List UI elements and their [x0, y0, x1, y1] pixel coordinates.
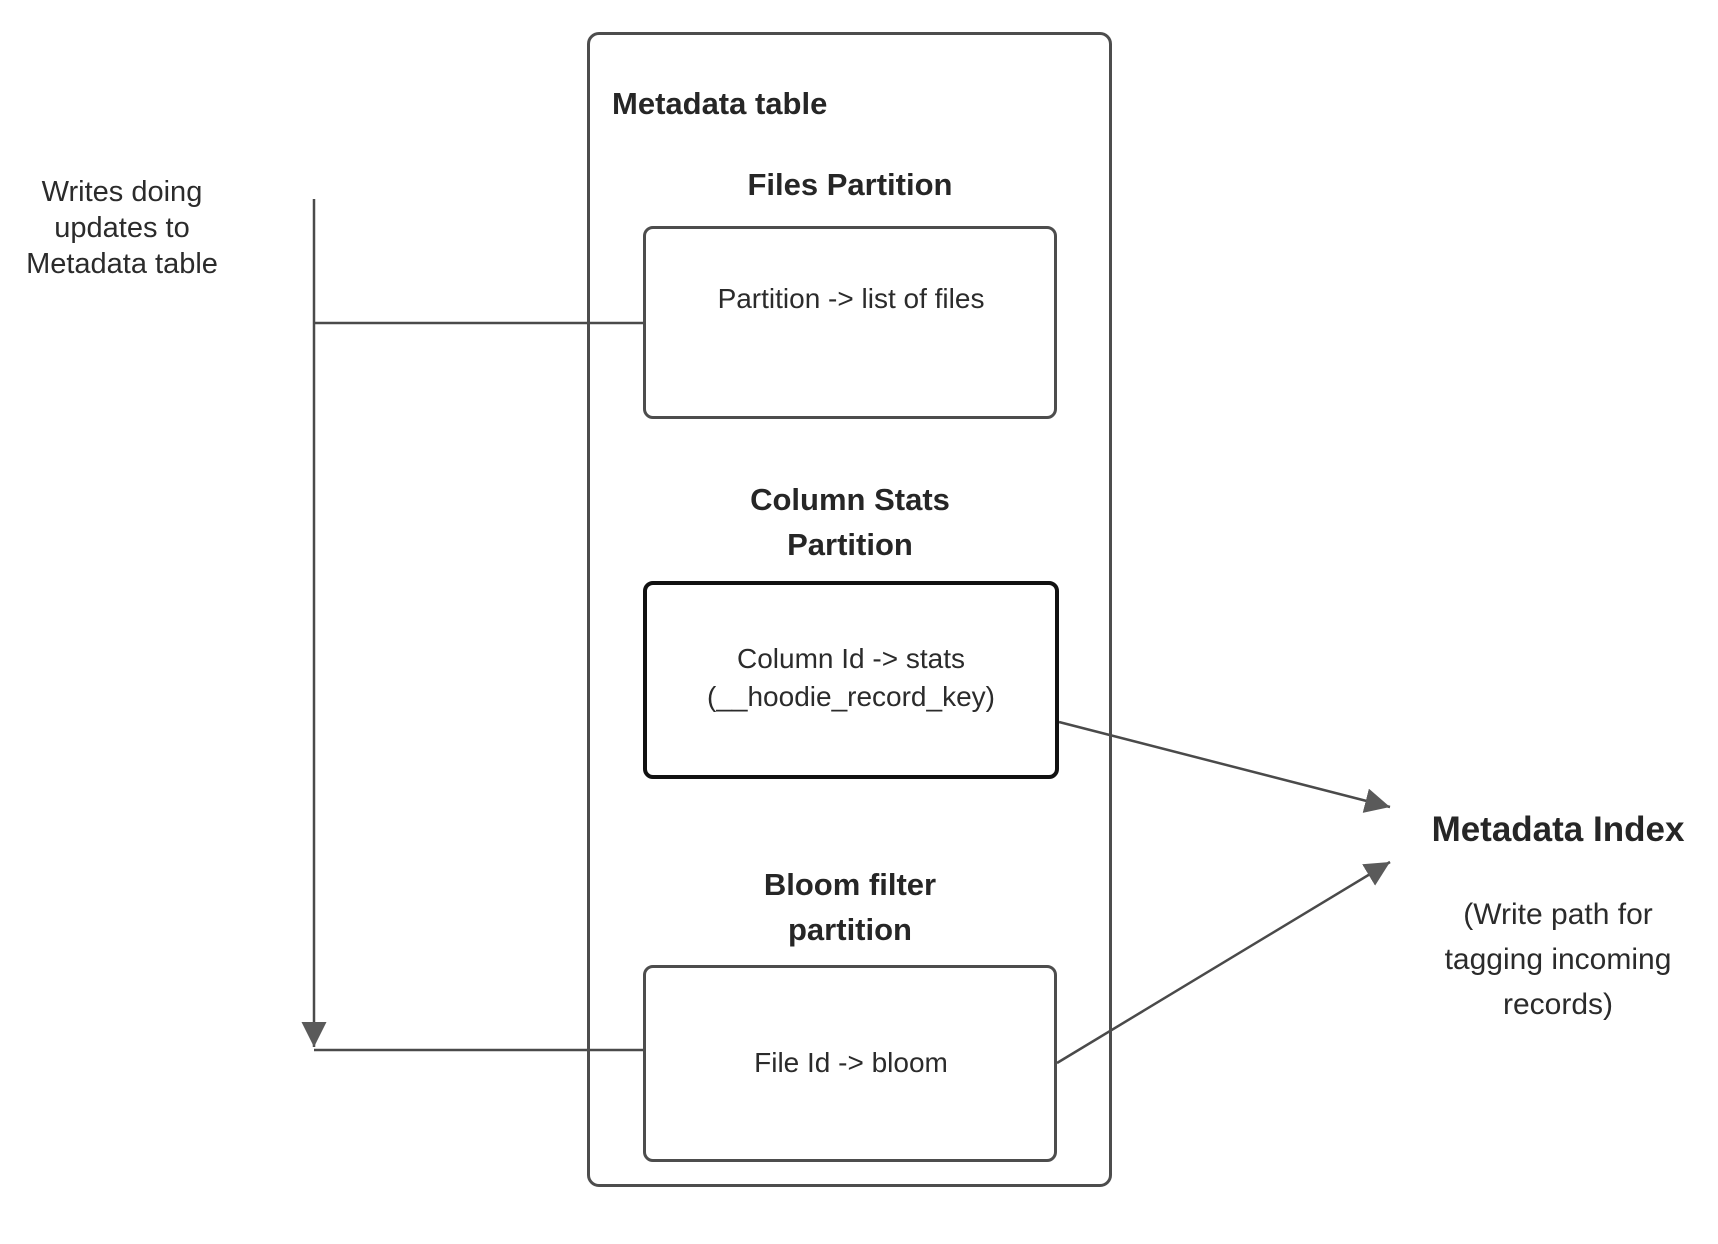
column-stats-heading-line: Column Stats — [750, 482, 950, 517]
column-stats-partition-body: Column Id -> stats (__hoodie_record_key) — [645, 640, 1057, 716]
files-partition-body: Partition -> list of files — [717, 283, 985, 314]
column-stats-partition-box — [643, 581, 1059, 779]
files-partition-heading: Files Partition — [643, 162, 1057, 207]
writes-note-line: updates to — [54, 212, 190, 244]
bloom-filter-heading-line: Bloom filter — [763, 867, 937, 902]
metadata-table-box — [587, 32, 1112, 1187]
files-partition-heading-text: Files Partition — [747, 167, 953, 202]
column-stats-body-line: Column Id -> stats — [737, 643, 965, 674]
column-stats-body-line: (__hoodie_record_key) — [707, 681, 995, 712]
column-stats-partition-heading: Column Stats Partition — [643, 477, 1057, 567]
metadata-index-subtitle: (Write path for tagging incoming records… — [1378, 892, 1718, 1027]
column-stats-heading-line: Partition — [787, 527, 913, 562]
metadata-index-subtitle-line: tagging incoming — [1444, 943, 1672, 976]
bloom-filter-heading-line: partition — [788, 912, 912, 947]
bloom-filter-partition-heading: Bloom filter partition — [643, 862, 1057, 952]
metadata-index-title: Metadata Index — [1431, 810, 1685, 849]
writes-note: Writes doing updates to Metadata table — [8, 174, 236, 282]
bloom-filter-partition-body: File Id -> bloom — [754, 1047, 948, 1078]
metadata-index-subtitle-line: records) — [1502, 988, 1614, 1021]
metadata-index-subtitle-line: (Write path for — [1463, 898, 1653, 931]
writes-note-line: Writes doing — [41, 176, 203, 208]
bloom-filter-partition-box — [643, 965, 1057, 1162]
files-partition-box — [643, 226, 1057, 419]
metadata-table-title: Metadata table — [612, 86, 828, 121]
writes-note-line: Metadata table — [26, 248, 218, 280]
